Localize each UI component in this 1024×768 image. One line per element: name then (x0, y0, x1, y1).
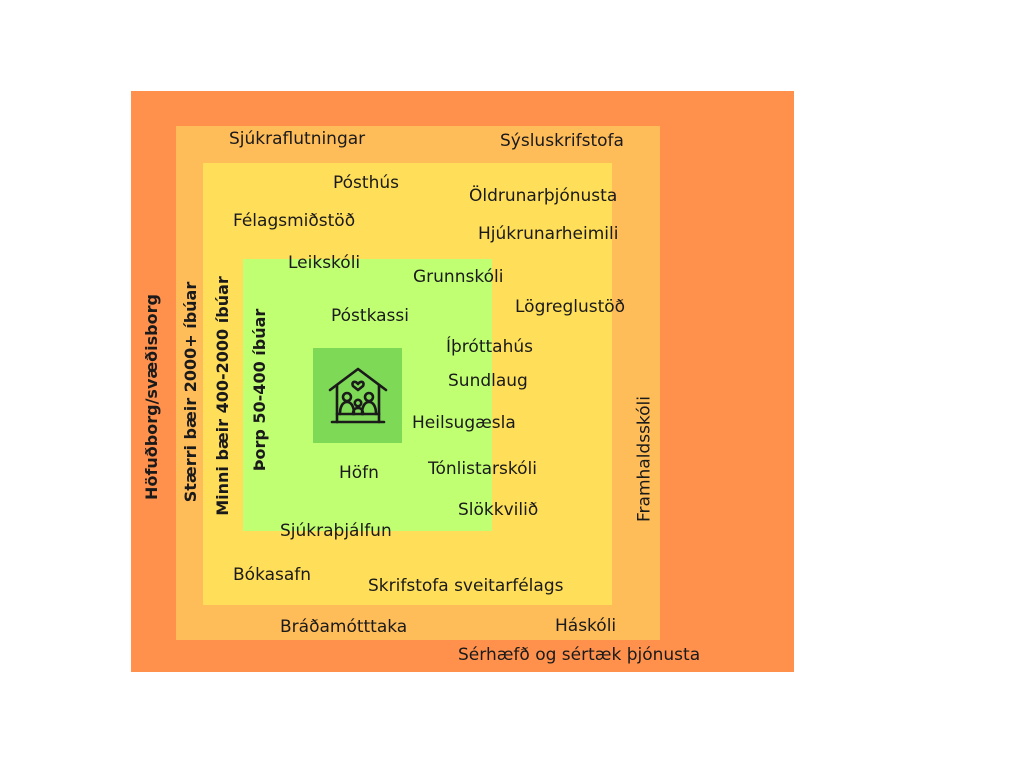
community-house-icon (328, 367, 387, 423)
layer-label-capital: Höfuðborg/svæðisborg (142, 294, 161, 500)
service-hjukrun: Hjúkrunarheimili (478, 224, 619, 244)
service-ithrottahus: Íþróttahús (446, 337, 533, 357)
service-logregla: Lögreglustöð (515, 297, 626, 317)
layer-label-villages: Þorp 50-400 íbúar (250, 308, 269, 472)
service-grunnskoli: Grunnskóli (413, 267, 504, 287)
layer-label-large-towns: Stærri bæir 2000+ íbúar (181, 281, 200, 503)
service-heilsugaesla: Heilsugæsla (412, 413, 516, 433)
service-tonlist: Tónlistarskóli (428, 459, 537, 479)
service-syslu: Sýsluskrifstofa (500, 131, 624, 151)
service-postkassi: Póstkassi (331, 306, 409, 326)
service-skrifstofa: Skrifstofa sveitarfélags (368, 576, 564, 596)
layer-label-small-towns: Minni bæir 400-2000 íbúar (213, 276, 232, 516)
service-posthus: Pósthús (333, 173, 399, 193)
service-sjukrathjalfun: Sjúkraþjálfun (280, 521, 392, 541)
service-felagsmidstod: Félagsmiðstöð (233, 211, 356, 231)
service-hofn: Höfn (339, 463, 379, 483)
service-serhaefd: Sérhæfð og sértæk þjónusta (458, 645, 701, 665)
service-sundlaug: Sundlaug (448, 371, 528, 391)
service-framhaldsskoli: Framhaldsskóli (634, 395, 655, 523)
service-bokasafn: Bókasafn (233, 565, 312, 585)
service-sjukraflutningar: Sjúkraflutningar (229, 129, 366, 149)
service-leikskoli: Leikskóli (288, 253, 361, 273)
service-haskoli: Háskóli (555, 616, 617, 636)
center-tile (313, 348, 402, 443)
service-oldrun: Öldrunarþjónusta (469, 186, 618, 206)
service-slokkvilid: Slökkvilið (458, 500, 539, 520)
service-bradamottaka: Bráðamótttaka (280, 617, 408, 637)
